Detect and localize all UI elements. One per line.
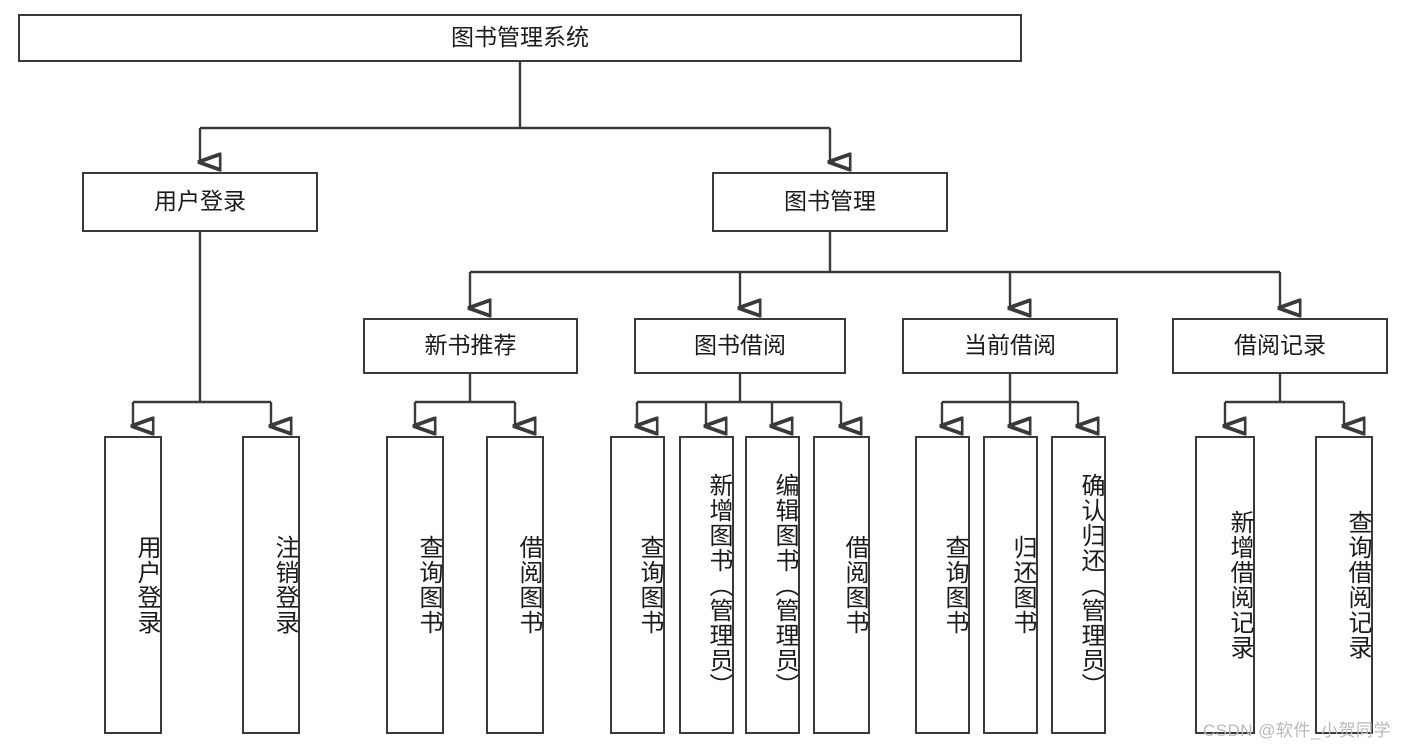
node-book-management-label: 图书管理 — [784, 188, 876, 215]
leaf-add-book-admin[interactable]: 新增图书（管理员） — [679, 436, 734, 734]
node-current-borrow-label: 当前借阅 — [964, 332, 1056, 359]
leaf-query-borrow-record[interactable]: 查询借阅记录 — [1315, 436, 1373, 734]
leaf-borrow-book-label: 借阅图书 — [841, 535, 868, 635]
leaf-add-book-admin-label: 新增图书（管理员） — [705, 472, 732, 698]
watermark: CSDN @软件_小贺同学 — [1202, 721, 1391, 740]
node-user-login[interactable]: 用户登录 — [82, 172, 318, 232]
leaf-query-book-recommend[interactable]: 查询图书 — [386, 436, 444, 734]
leaf-borrow-book-recommend[interactable]: 借阅图书 — [486, 436, 544, 734]
node-root[interactable]: 图书管理系统 — [18, 14, 1022, 62]
leaf-edit-book-admin[interactable]: 编辑图书（管理员） — [745, 436, 800, 734]
leaf-borrow-book[interactable]: 借阅图书 — [813, 436, 870, 734]
leaf-logout[interactable]: 注销登录 — [242, 436, 300, 734]
leaf-query-book-current[interactable]: 查询图书 — [915, 436, 970, 734]
node-root-label: 图书管理系统 — [451, 24, 589, 51]
leaf-borrow-book-recommend-label: 借阅图书 — [515, 535, 542, 635]
node-borrow-record[interactable]: 借阅记录 — [1172, 318, 1388, 374]
leaf-add-borrow-record-label: 新增借阅记录 — [1226, 510, 1253, 660]
leaf-user-login-label: 用户登录 — [133, 535, 160, 635]
leaf-logout-label: 注销登录 — [271, 535, 298, 635]
node-new-book-recommend[interactable]: 新书推荐 — [363, 318, 578, 374]
leaf-query-book-recommend-label: 查询图书 — [415, 535, 442, 635]
leaf-user-login[interactable]: 用户登录 — [104, 436, 162, 734]
leaf-add-borrow-record[interactable]: 新增借阅记录 — [1195, 436, 1255, 734]
leaf-return-book[interactable]: 归还图书 — [983, 436, 1038, 734]
node-user-login-label: 用户登录 — [154, 188, 246, 215]
node-borrow-record-label: 借阅记录 — [1234, 332, 1326, 359]
node-new-book-recommend-label: 新书推荐 — [424, 332, 517, 359]
node-book-management[interactable]: 图书管理 — [712, 172, 948, 232]
leaf-query-book-current-label: 查询图书 — [941, 535, 968, 635]
node-book-borrow[interactable]: 图书借阅 — [634, 318, 846, 374]
leaf-query-borrow-record-label: 查询借阅记录 — [1344, 510, 1371, 660]
leaf-return-book-label: 归还图书 — [1009, 535, 1036, 635]
leaf-confirm-return-admin-label: 确认归还（管理员） — [1077, 472, 1104, 698]
leaf-query-book-borrow[interactable]: 查询图书 — [610, 436, 665, 734]
leaf-confirm-return-admin[interactable]: 确认归还（管理员） — [1051, 436, 1106, 734]
node-current-borrow[interactable]: 当前借阅 — [902, 318, 1118, 374]
leaf-query-book-borrow-label: 查询图书 — [636, 535, 663, 635]
node-book-borrow-label: 图书借阅 — [694, 332, 786, 359]
leaf-edit-book-admin-label: 编辑图书（管理员） — [771, 472, 798, 698]
